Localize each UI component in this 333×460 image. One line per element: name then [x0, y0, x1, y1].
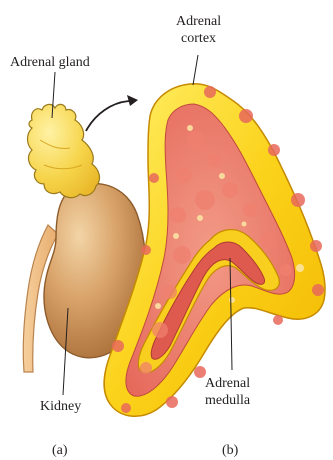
zoom-arrow: [86, 95, 138, 131]
label-adrenal-medulla: Adrenal medulla: [205, 375, 250, 409]
panel-label-b: (b): [222, 442, 238, 459]
label-adrenal-cortex-line2: cortex: [176, 30, 221, 47]
label-kidney: Kidney: [40, 398, 81, 415]
label-adrenal-cortex: Adrenal cortex: [176, 13, 221, 47]
label-adrenal-gland: Adrenal gland: [10, 54, 90, 71]
adrenal-gland-small: [28, 104, 100, 197]
label-adrenal-cortex-line1: Adrenal: [176, 13, 221, 30]
label-adrenal-medulla-line1: Adrenal: [205, 375, 250, 392]
adrenal-cortex-leader: [193, 55, 198, 85]
label-adrenal-medulla-line2: medulla: [205, 392, 250, 409]
panel-label-a: (a): [52, 442, 68, 459]
